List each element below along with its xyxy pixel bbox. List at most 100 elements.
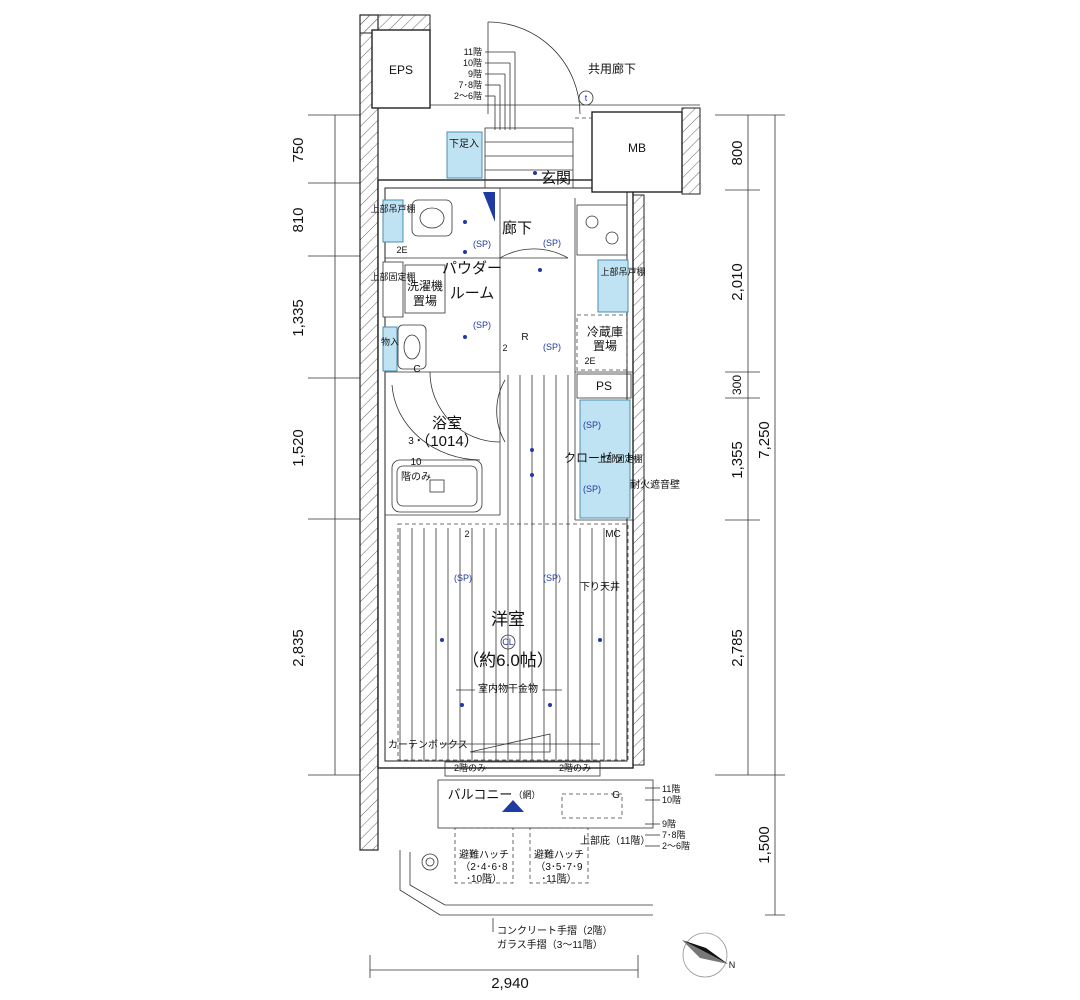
svg-text:･11階）: ･11階）	[541, 873, 576, 885]
fridge-label-1: 冷蔵庫	[587, 325, 623, 339]
shoe-cabinet: 下足入	[446, 131, 483, 179]
railing-label-2: ガラス手摺（3～11階）	[497, 938, 603, 951]
svg-text:10: 10	[410, 457, 422, 468]
bath-label-1: 浴室	[432, 415, 462, 432]
toilet-area: 上部吊戸棚	[370, 192, 495, 243]
svg-text:t: t	[585, 93, 588, 103]
svg-text:750: 750	[290, 137, 307, 162]
svg-text:･10階）: ･10階）	[466, 873, 502, 885]
svg-text:2階のみ: 2階のみ	[454, 763, 486, 773]
lowered-ceiling-label: 下り天井	[580, 580, 620, 593]
curtain-box-label: カーテンボックス	[388, 739, 468, 751]
sp-labels: (SP) (SP) (SP) (SP) (SP) (SP) R C 2 2 2E…	[396, 238, 595, 583]
roka-label: 廊下	[502, 220, 532, 237]
balcony: バルコニー （網） G 避難ハッチ （2･4･6･8 ･10階） 避難ハッチ （…	[399, 779, 654, 916]
svg-text:上部吊戸棚: 上部吊戸棚	[600, 266, 645, 277]
svg-text:(SP): (SP)	[543, 573, 561, 583]
svg-text:避難ハッチ: 避難ハッチ	[534, 848, 584, 861]
common-corridor-label: 共用廊下	[588, 61, 636, 76]
svg-text:2: 2	[502, 343, 507, 353]
svg-text:10階: 10階	[662, 795, 681, 805]
fire-wall-label: 耐火遮音壁	[630, 478, 680, 491]
svg-text:2,785: 2,785	[729, 629, 746, 667]
mb-label: MB	[628, 141, 646, 155]
closet-label: クローゼット	[564, 451, 636, 465]
svg-text:避難ハッチ: 避難ハッチ	[459, 848, 509, 861]
svg-text:物入: 物入	[381, 336, 399, 347]
svg-text:300: 300	[730, 375, 744, 395]
svg-text:G: G	[612, 790, 620, 801]
svg-text:(SP): (SP)	[583, 484, 601, 494]
svg-text:10階: 10階	[463, 58, 482, 68]
balcony-label: バルコニー	[448, 787, 513, 802]
bath-label-2: （1014）	[415, 433, 478, 450]
western-room-floor	[399, 375, 617, 760]
svg-text:C: C	[413, 364, 420, 375]
svg-text:2E: 2E	[584, 356, 595, 366]
svg-text:3・: 3・	[408, 436, 424, 447]
western-room-outline	[397, 523, 629, 761]
svg-text:（2･4･6･8: （2･4･6･8	[460, 861, 508, 873]
eave-label: 上部庇（11階）	[580, 834, 650, 847]
monoire-area: 物入	[381, 324, 427, 372]
compass-icon: N	[682, 932, 736, 978]
svg-text:1,520: 1,520	[290, 429, 307, 467]
ps-label: PS	[596, 379, 612, 393]
svg-text:2,835: 2,835	[290, 629, 307, 667]
svg-text:810: 810	[290, 207, 307, 232]
svg-text:1,335: 1,335	[290, 299, 307, 337]
dimension-left: 750 810 1,335 1,520 2,835	[290, 114, 360, 776]
svg-text:800: 800	[729, 140, 746, 165]
balcony-net-label: （網）	[513, 789, 540, 800]
drying-rack-label: 室内物干金物	[478, 682, 538, 695]
genkan-label: 玄関	[541, 170, 571, 187]
western-label-2: （約6.0帖）	[462, 651, 554, 670]
ps-room: PS	[576, 373, 632, 399]
powder-label-1: パウダー	[442, 260, 502, 277]
eps-room: EPS	[371, 29, 431, 109]
balcony-window	[444, 761, 601, 777]
svg-text:(SP): (SP)	[454, 573, 472, 583]
svg-text:2E: 2E	[396, 245, 407, 255]
svg-text:上部吊戸棚: 上部吊戸棚	[370, 203, 415, 214]
cl-label: CL	[502, 637, 514, 647]
svg-text:R: R	[521, 332, 528, 343]
svg-text:2～6階: 2～6階	[662, 841, 690, 851]
svg-text:11階: 11階	[662, 784, 680, 794]
svg-text:上部固定棚: 上部固定棚	[370, 271, 415, 282]
interior-walls	[385, 188, 633, 521]
svg-text:1,355: 1,355	[729, 441, 746, 479]
svg-text:9階: 9階	[468, 69, 482, 79]
entrance-floor	[484, 127, 574, 189]
svg-text:上部固定棚: 上部固定棚	[597, 453, 642, 464]
svg-text:階のみ: 階のみ	[401, 471, 431, 483]
svg-text:2,010: 2,010	[729, 263, 746, 301]
closet-area: クローゼット 上部固定棚 (SP) (SP)	[564, 399, 643, 519]
svg-text:7,250: 7,250	[756, 421, 773, 459]
bathroom: 浴室 （1014） 3・ 10 階のみ	[391, 384, 483, 513]
dimension-bottom: 2,940	[369, 955, 639, 992]
western-label-1: 洋室	[491, 610, 525, 629]
svg-text:2: 2	[464, 529, 469, 539]
washer-area: 上部固定棚 洗濯機 置場	[370, 261, 446, 318]
dimension-right: 800 2,010 300 1,355 2,785 7,250 1,500	[715, 114, 785, 916]
svg-text:(SP): (SP)	[543, 238, 561, 248]
fridge-label-2: 置場	[593, 339, 617, 353]
mb-room: MB	[591, 107, 701, 195]
floor-labels-top: 11階 10階 9階 7･8階 2～6階	[454, 47, 516, 130]
svg-text:(SP): (SP)	[583, 420, 601, 430]
svg-text:2,940: 2,940	[491, 975, 529, 992]
powder-label-2: ルーム	[450, 285, 495, 302]
svg-text:9階: 9階	[662, 819, 676, 829]
svg-text:(SP): (SP)	[473, 239, 491, 249]
svg-text:(SP): (SP)	[473, 320, 491, 330]
eps-label: EPS	[389, 63, 413, 77]
svg-text:N: N	[729, 960, 736, 970]
t-symbol	[578, 90, 594, 106]
svg-text:(SP): (SP)	[543, 342, 561, 352]
svg-text:（3･5･7･9: （3･5･7･9	[535, 861, 583, 873]
washer-label-1: 洗濯機	[407, 278, 443, 293]
washer-label-2: 置場	[413, 294, 437, 308]
railing-label-1: コンクリート手摺（2階）	[497, 924, 613, 937]
